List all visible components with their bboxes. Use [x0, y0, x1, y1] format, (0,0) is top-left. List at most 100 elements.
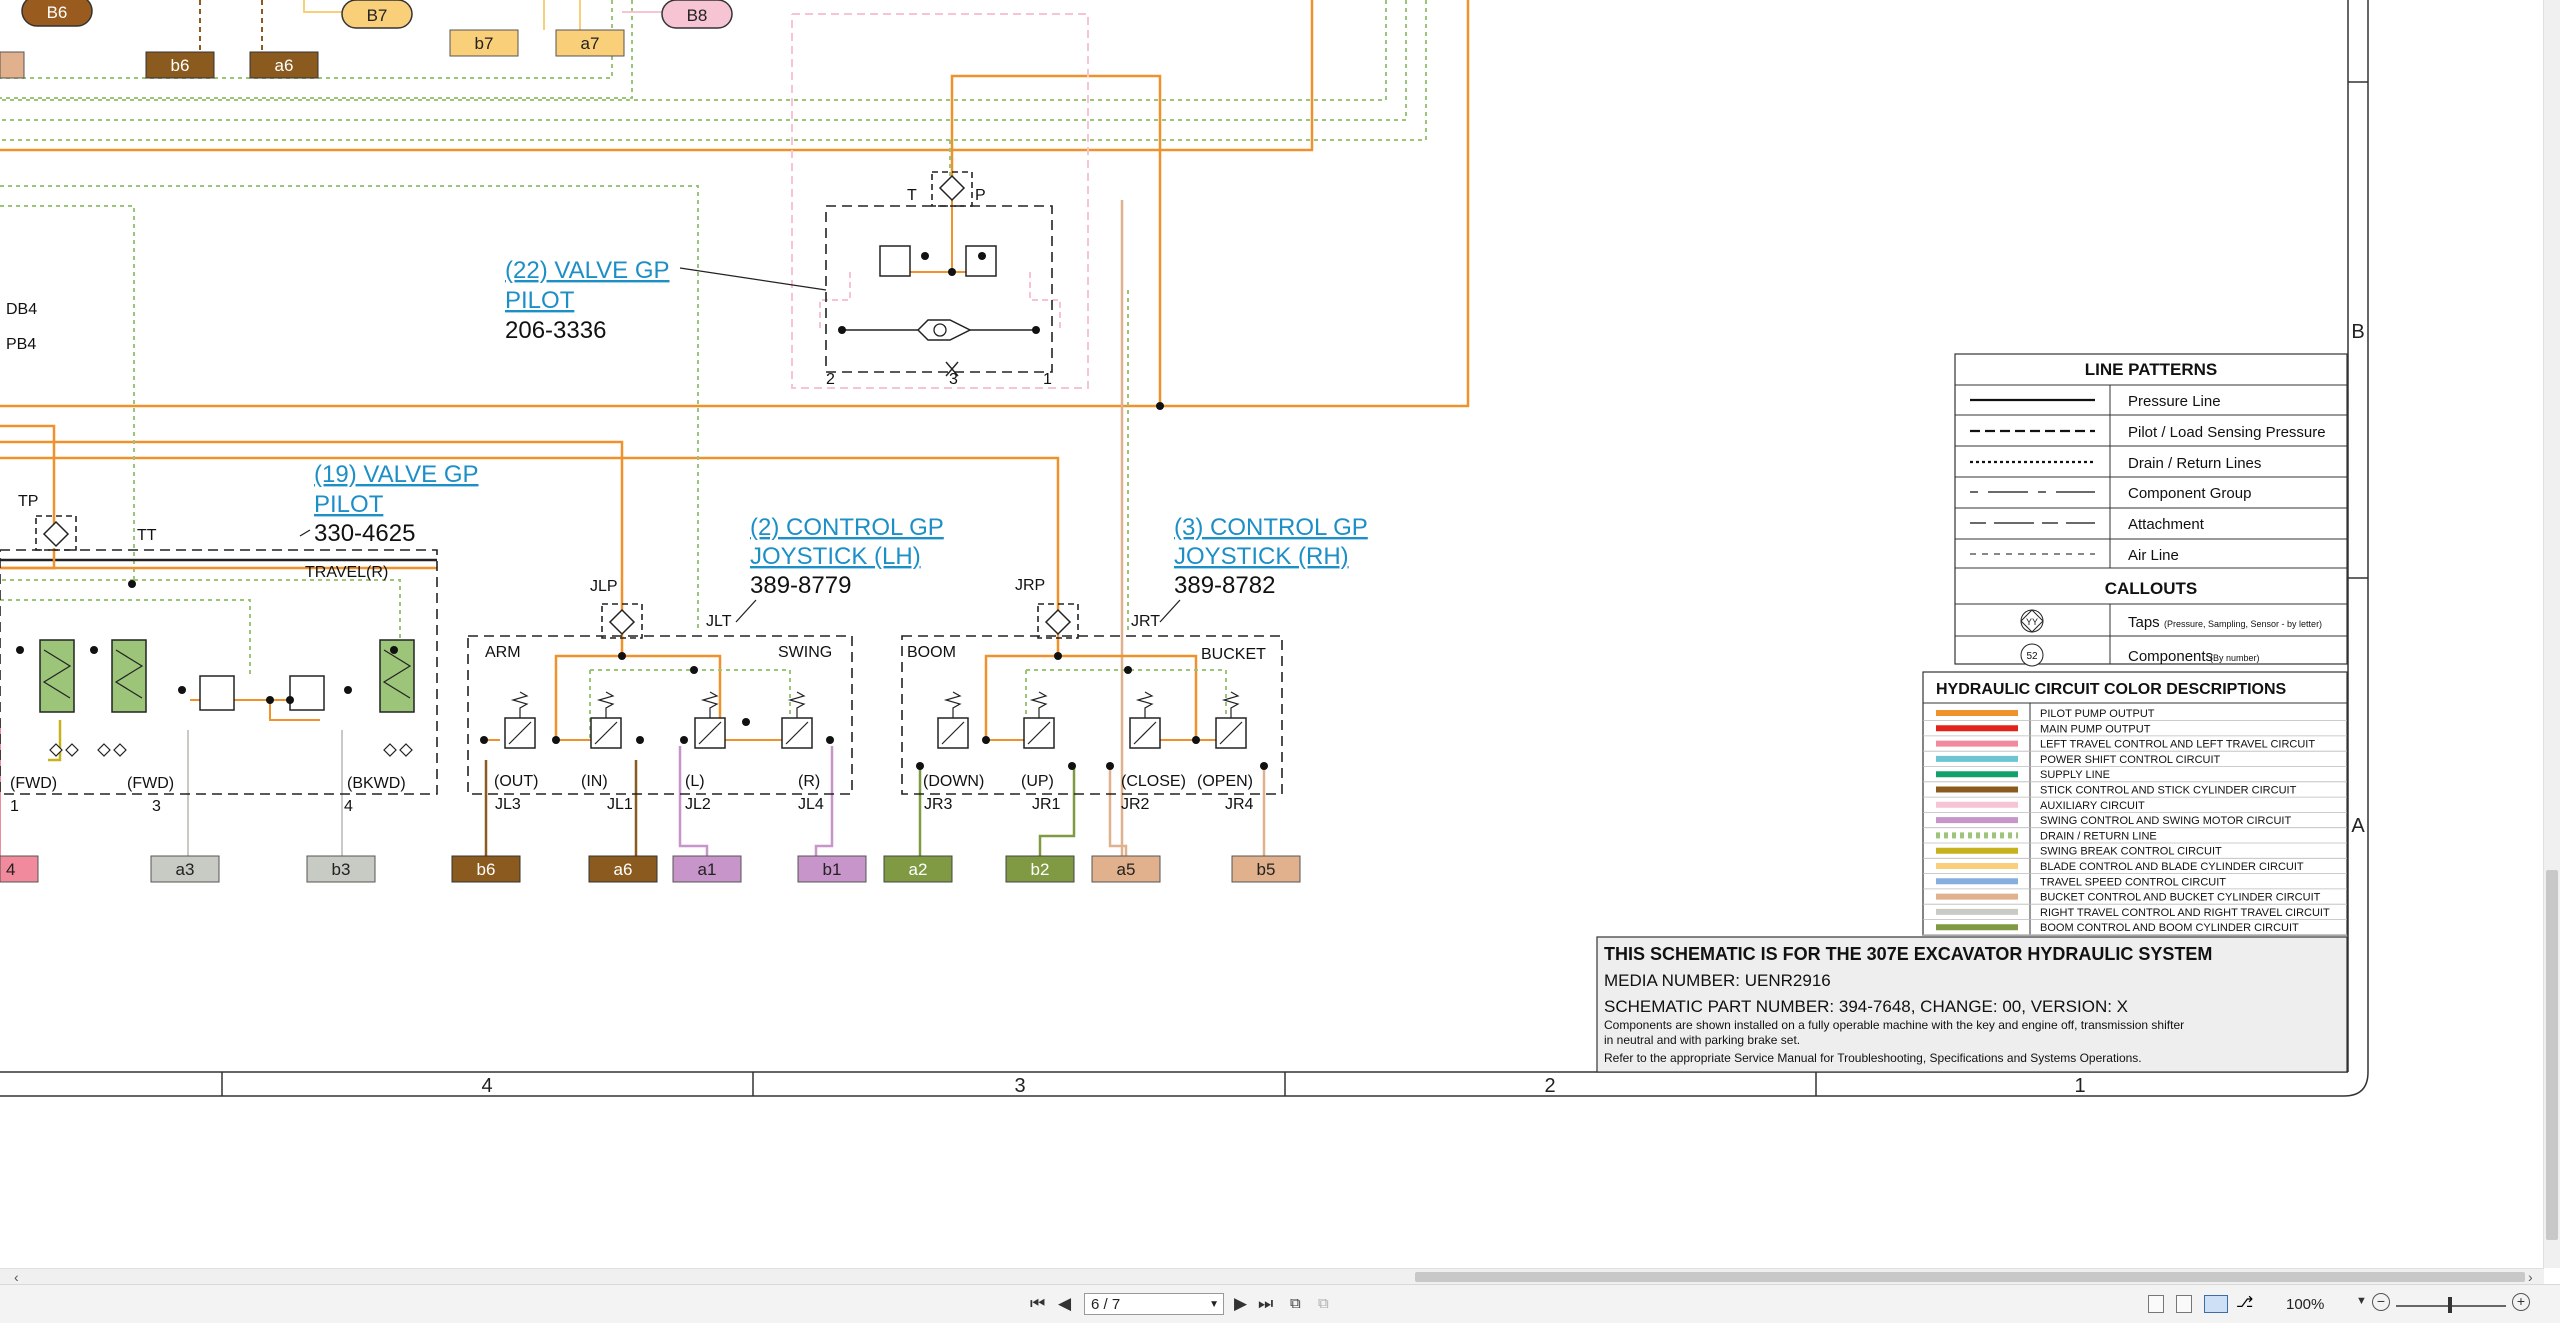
valve22-title[interactable]: (22) VALVE GP	[505, 257, 670, 284]
single-page-view-icon[interactable]	[2148, 1295, 2164, 1313]
color-legend-label: BLADE CONTROL AND BLADE CYLINDER CIRCUIT	[2040, 861, 2304, 873]
last-page-icon[interactable]: ⏭	[1258, 1294, 1274, 1313]
boom-line	[1038, 766, 1076, 856]
book-view-icon[interactable]: ⎇	[2236, 1294, 2254, 1311]
port-bottom-b1	[797, 855, 867, 883]
media-number: MEDIA NUMBER: UENR2916	[1604, 971, 1831, 990]
color-legend-label: DRAIN / RETURN LINE	[2040, 830, 2157, 842]
zoom-in-icon[interactable]: +	[2512, 1293, 2530, 1311]
junction-dot	[742, 718, 750, 726]
wires	[0, 0, 1470, 856]
joystick-lh-tap-icon	[608, 608, 636, 636]
document-viewport[interactable]: B6 B7 B8 b6 a6 b7 a7 DB4 PB4 (22) VALVE …	[0, 0, 2544, 1268]
port-top-b6	[145, 51, 215, 79]
x-mark	[945, 361, 959, 377]
junction-dot	[286, 696, 294, 704]
previous-page-icon[interactable]: ◀	[1058, 1294, 1072, 1313]
page-dropdown-icon[interactable]: ▼	[1209, 1299, 1219, 1310]
valve19-internal	[269, 700, 320, 721]
junction-dot	[948, 268, 956, 276]
valve22-spool-left	[879, 245, 911, 277]
valve22-subtitle[interactable]: PILOT	[505, 287, 575, 314]
page-number-input[interactable]: 6 / 7▼	[1084, 1293, 1224, 1315]
junction-dot	[978, 252, 986, 260]
port-bottom-a5-label: a5	[1117, 860, 1136, 879]
zoom-dropdown-icon[interactable]: ▼	[2356, 1295, 2367, 1307]
drain-line	[0, 185, 699, 630]
pilot-line	[0, 0, 1314, 152]
junction-dot	[390, 646, 398, 654]
horizontal-scrollbar[interactable]: ‹ ›	[0, 1268, 2544, 1285]
callout-taps: Taps	[2128, 614, 2160, 631]
junction-dot	[916, 762, 924, 770]
port-bottom-b2-label: b2	[1031, 860, 1050, 879]
port-bottom-b5	[1231, 855, 1301, 883]
port-bottom-a5	[1091, 855, 1161, 883]
scroll-left-icon[interactable]: ‹	[14, 1269, 19, 1285]
junction-dot	[618, 652, 626, 660]
valve19-title[interactable]: (19) VALVE GP	[314, 461, 479, 488]
title-heading: THIS SCHEMATIC IS FOR THE 307E EXCAVATOR…	[1604, 944, 2212, 964]
port-bottom-a6-label: a6	[614, 860, 633, 879]
color-legend-title: HYDRAULIC CIRCUIT COLOR DESCRIPTIONS	[1936, 681, 2287, 698]
copy-page-icon[interactable]: ⧉	[1290, 1295, 1301, 1312]
pattern-pilot-line: Pilot / Load Sensing Pressure	[2128, 424, 2326, 441]
pilot-line	[622, 654, 722, 744]
drain-line	[1026, 669, 1227, 740]
port-bottom-a1	[672, 855, 742, 883]
zoom-out-icon[interactable]: −	[2372, 1293, 2390, 1311]
junction-dot	[636, 736, 644, 744]
bucket-line	[1108, 766, 1128, 856]
color-legend-label: SUPPLY LINE	[2040, 769, 2110, 781]
valve19-subtitle[interactable]: PILOT	[314, 491, 384, 518]
valve22-spool-right	[965, 245, 997, 277]
blade-line	[303, 0, 342, 13]
vertical-scrollbar[interactable]	[2543, 0, 2560, 1268]
valve19-part-number: 330-4625	[314, 520, 415, 547]
port-top-a6	[249, 51, 319, 79]
valve19-fwd-1: (FWD)	[10, 775, 57, 792]
port-bottom-4-label: 4	[6, 860, 15, 879]
joystick-lh-tap-box	[601, 603, 643, 639]
joystick-rh-subtitle[interactable]: JOYSTICK (RH)	[1174, 543, 1349, 570]
two-page-view-icon[interactable]	[2204, 1295, 2228, 1313]
column-3-label: 3	[1014, 1075, 1025, 1097]
zoom-level[interactable]: 100%	[2286, 1296, 2325, 1313]
leader-line	[1159, 599, 1181, 623]
joystick-rh-title[interactable]: (3) CONTROL GP	[1174, 514, 1368, 541]
horizontal-scroll-thumb[interactable]	[1415, 1272, 2525, 1282]
column-1-label: 1	[2074, 1075, 2085, 1097]
port-top-a7-label: a7	[581, 34, 600, 53]
next-page-icon[interactable]: ▶	[1234, 1294, 1248, 1313]
connector-b6-label: B6	[47, 3, 68, 22]
joystick-lh-subtitle[interactable]: JOYSTICK (LH)	[750, 543, 921, 570]
joystick-lh-title[interactable]: (2) CONTROL GP	[750, 514, 944, 541]
taps-symbol: YY	[2026, 617, 2038, 627]
joystick-lh-arm: ARM	[485, 644, 521, 661]
joystick-lh-in: (IN)	[581, 773, 608, 790]
valve22-port-t: T	[907, 187, 917, 204]
schematic-part-number: SCHEMATIC PART NUMBER: 394-7648, CHANGE:…	[1604, 997, 2128, 1016]
joystick-lh-out: (OUT)	[494, 773, 538, 790]
junction-dot	[344, 686, 352, 694]
note-line-1: Components are shown installed on a full…	[1604, 1018, 2184, 1032]
spacer	[48, 720, 62, 762]
junction-dot	[680, 736, 688, 744]
zoom-slider-thumb[interactable]	[2448, 1297, 2452, 1313]
vertical-scroll-thumb[interactable]	[2546, 870, 2558, 1240]
valve19-port-tt: TT	[137, 527, 157, 544]
port-bottom-b3-label: b3	[332, 860, 351, 879]
port-top-a6-label: a6	[275, 56, 294, 75]
continuous-view-icon[interactable]	[2176, 1295, 2192, 1313]
scroll-right-icon[interactable]: ›	[2528, 1269, 2533, 1285]
swing-line	[678, 746, 709, 856]
first-page-icon[interactable]: ⏮	[1030, 1294, 1046, 1313]
pilot-line	[0, 424, 56, 532]
paste-page-icon[interactable]: ⧉	[1318, 1295, 1329, 1312]
color-legend-label: POWER SHIFT CONTROL CIRCUIT	[2040, 754, 2221, 766]
status-bar: ⏮ ◀ 6 / 7▼ ▶ ⏭ ⧉ ⧉ ⎇ 100% ▼ − +	[0, 1284, 2560, 1323]
joystick-rh-tap-icon	[1044, 608, 1072, 636]
drain-line	[134, 579, 401, 710]
junction-dot	[266, 696, 274, 704]
junction-dot	[1068, 762, 1076, 770]
